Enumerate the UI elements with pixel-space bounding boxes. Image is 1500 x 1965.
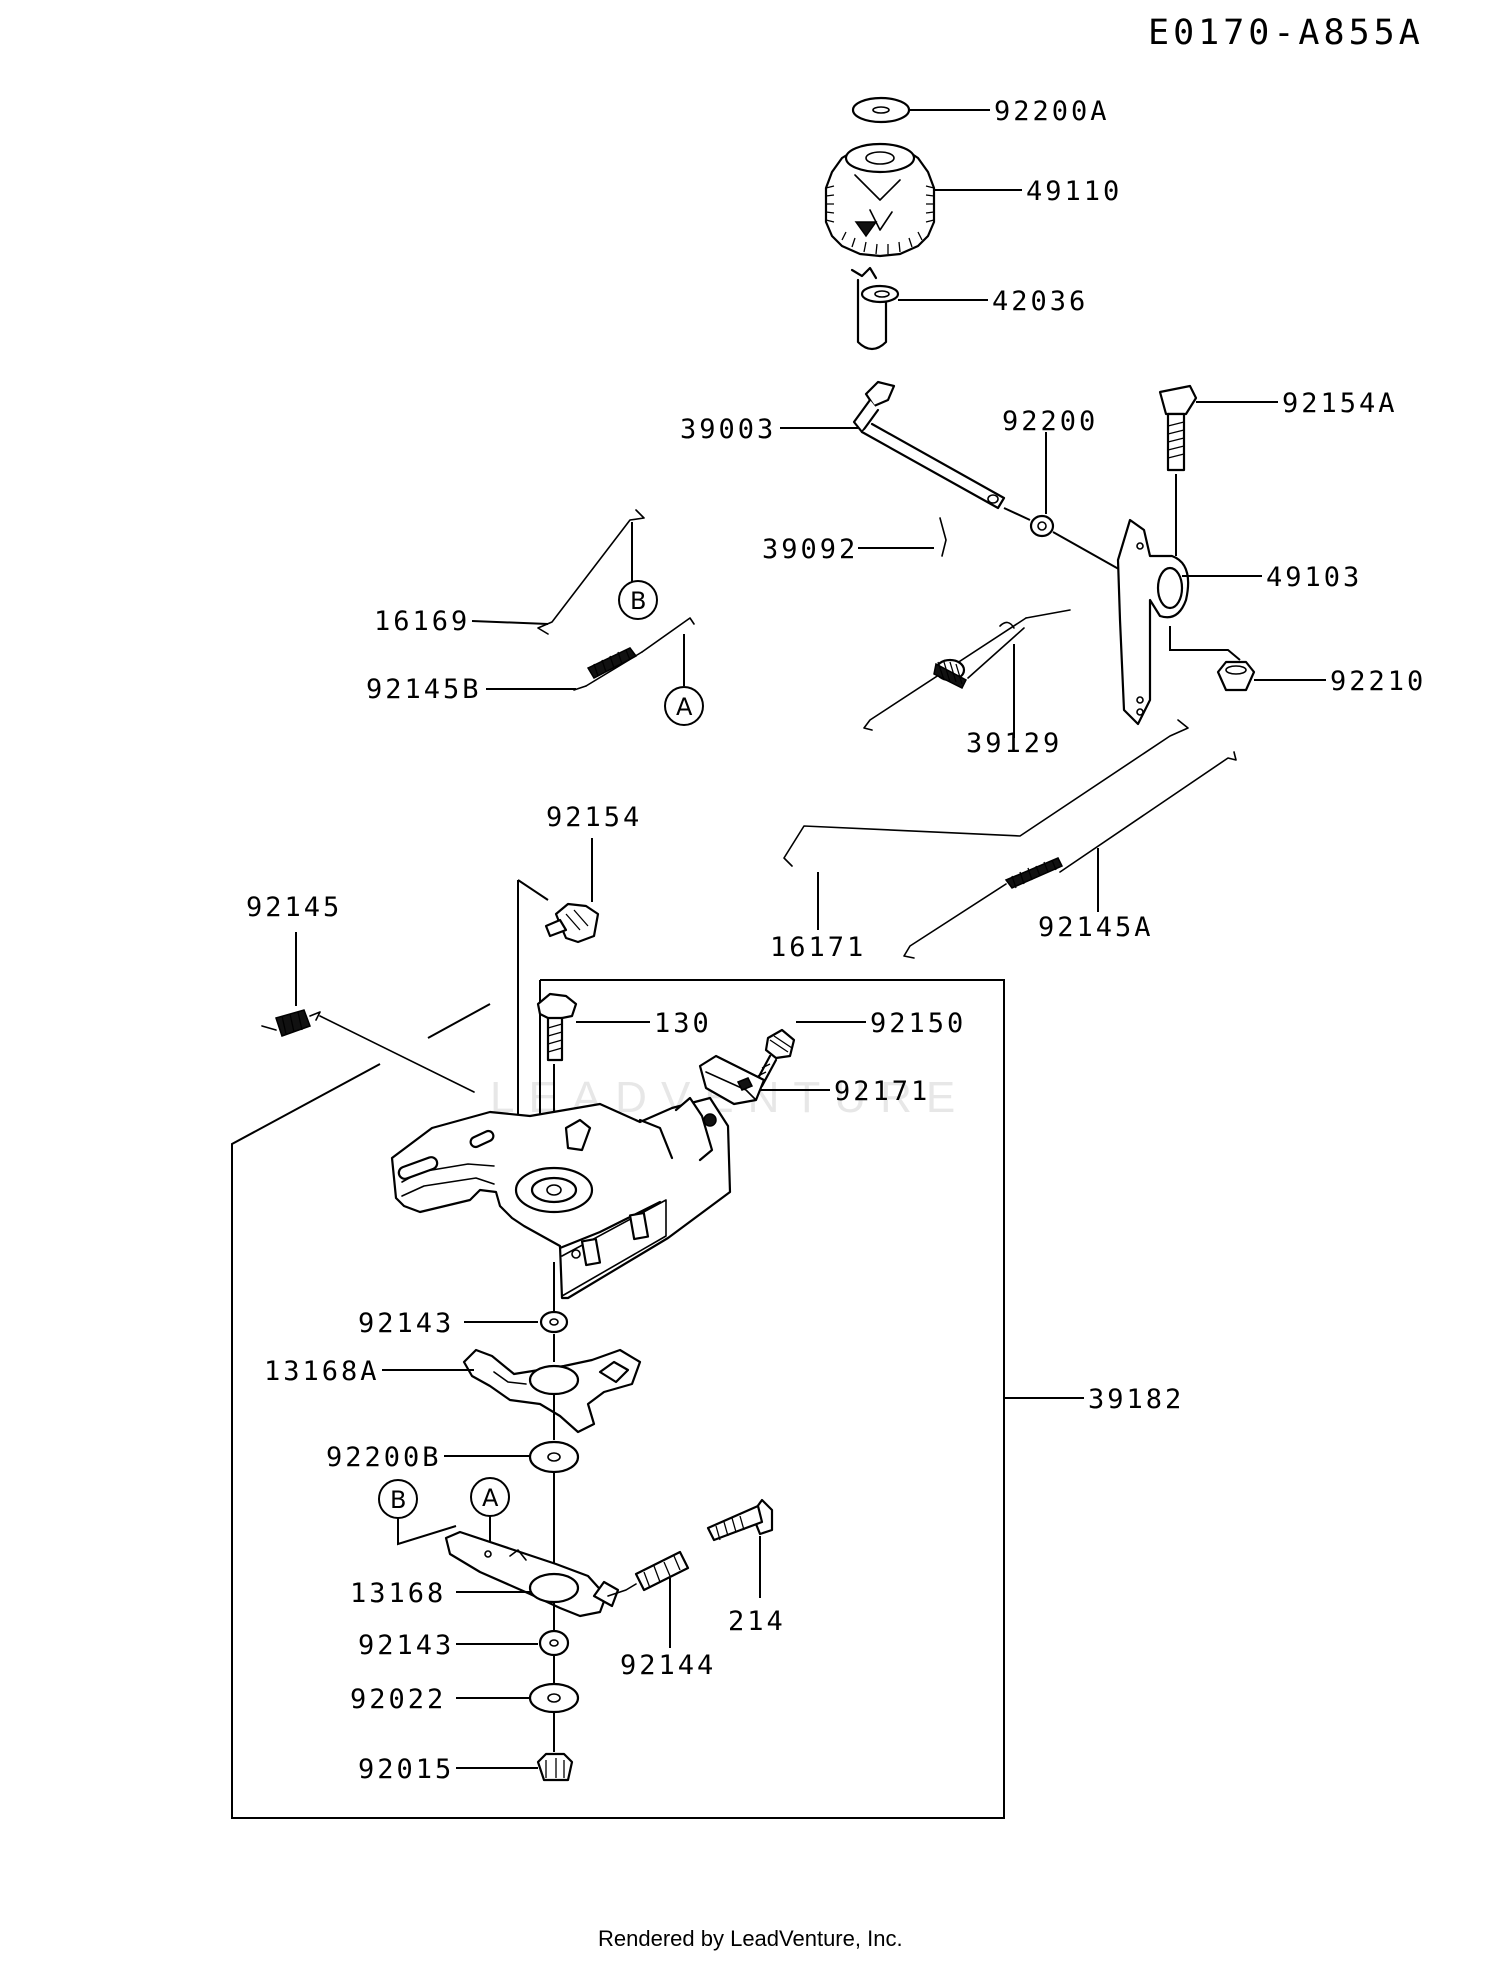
washer-92143-lower (538, 1629, 570, 1657)
bolt-130 (536, 992, 578, 1062)
label-92145B: 92145B (366, 674, 482, 705)
label-92022: 92022 (350, 1684, 446, 1715)
label-92210: 92210 (1330, 666, 1426, 697)
governor-shaft-39003 (852, 380, 1006, 510)
lever-13168 (444, 1530, 620, 1618)
label-49110: 49110 (1026, 176, 1122, 207)
diagram-code: E0170-A855A (1148, 13, 1424, 53)
spring-92145B (573, 617, 695, 691)
svg-text:B: B (390, 1486, 406, 1514)
svg-text:A: A (482, 1484, 499, 1512)
svg-text:A: A (676, 693, 693, 721)
label-92015: 92015 (358, 1754, 454, 1785)
label-13168: 13168 (350, 1578, 446, 1609)
label-39092: 39092 (762, 534, 858, 565)
washer-92200B (528, 1440, 580, 1474)
label-13168A: 13168A (264, 1356, 380, 1387)
nut-92015 (536, 1752, 574, 1782)
label-39182: 39182 (1088, 1384, 1184, 1415)
label-92145A: 92145A (1038, 912, 1154, 943)
rod-16169 (537, 509, 645, 635)
label-130: 130 (654, 1008, 712, 1039)
spring-92145 (261, 1009, 475, 1093)
label-92143-lower: 92143 (358, 1630, 454, 1661)
washer-92200 (1029, 514, 1055, 538)
label-42036: 42036 (992, 286, 1088, 317)
control-plate (390, 1096, 732, 1300)
label-214: 214 (728, 1606, 786, 1637)
label-92143-upper: 92143 (358, 1308, 454, 1339)
screw-214 (706, 1498, 774, 1542)
bolt-92154 (544, 902, 600, 944)
label-39003: 39003 (680, 414, 776, 445)
label-92144: 92144 (620, 1650, 716, 1681)
label-92145: 92145 (246, 892, 342, 923)
bolt-92154A (1158, 384, 1198, 472)
governor-gear-49110 (824, 142, 936, 258)
label-92200B: 92200B (326, 1442, 442, 1473)
label-92150: 92150 (870, 1008, 966, 1039)
label-39129: 39129 (966, 728, 1062, 759)
spring-rod-92145A (903, 751, 1237, 959)
governor-lever-49103 (1116, 518, 1190, 726)
marker-a-top: A (664, 686, 704, 726)
washer-92143-upper (539, 1310, 569, 1334)
spring-rod-39129 (863, 609, 1071, 731)
rod-16171 (783, 719, 1189, 867)
marker-a-lower: A (470, 1477, 510, 1517)
assembly-box-39182 (231, 979, 1005, 1819)
spring-92144 (607, 1550, 690, 1597)
label-92171: 92171 (834, 1076, 930, 1107)
pin-39092 (939, 517, 947, 557)
label-92154: 92154 (546, 802, 642, 833)
marker-b-top: B (618, 580, 658, 620)
washer-92022 (528, 1682, 580, 1714)
label-49103: 49103 (1266, 562, 1362, 593)
cable-clamp-92171 (698, 1054, 766, 1106)
nut-92210 (1216, 660, 1256, 692)
footer-credit: Rendered by LeadVenture, Inc. (598, 1926, 903, 1951)
sleeve-42036 (850, 266, 900, 351)
washer-92200A (851, 96, 911, 124)
label-16169: 16169 (374, 606, 470, 637)
lever-13168A (462, 1348, 642, 1434)
label-16171: 16171 (770, 932, 866, 963)
marker-b-lower: B (378, 1479, 418, 1519)
label-92154A: 92154A (1282, 388, 1398, 419)
label-92200: 92200 (1002, 406, 1098, 437)
svg-text:B: B (630, 587, 646, 615)
label-92200A: 92200A (994, 96, 1110, 127)
